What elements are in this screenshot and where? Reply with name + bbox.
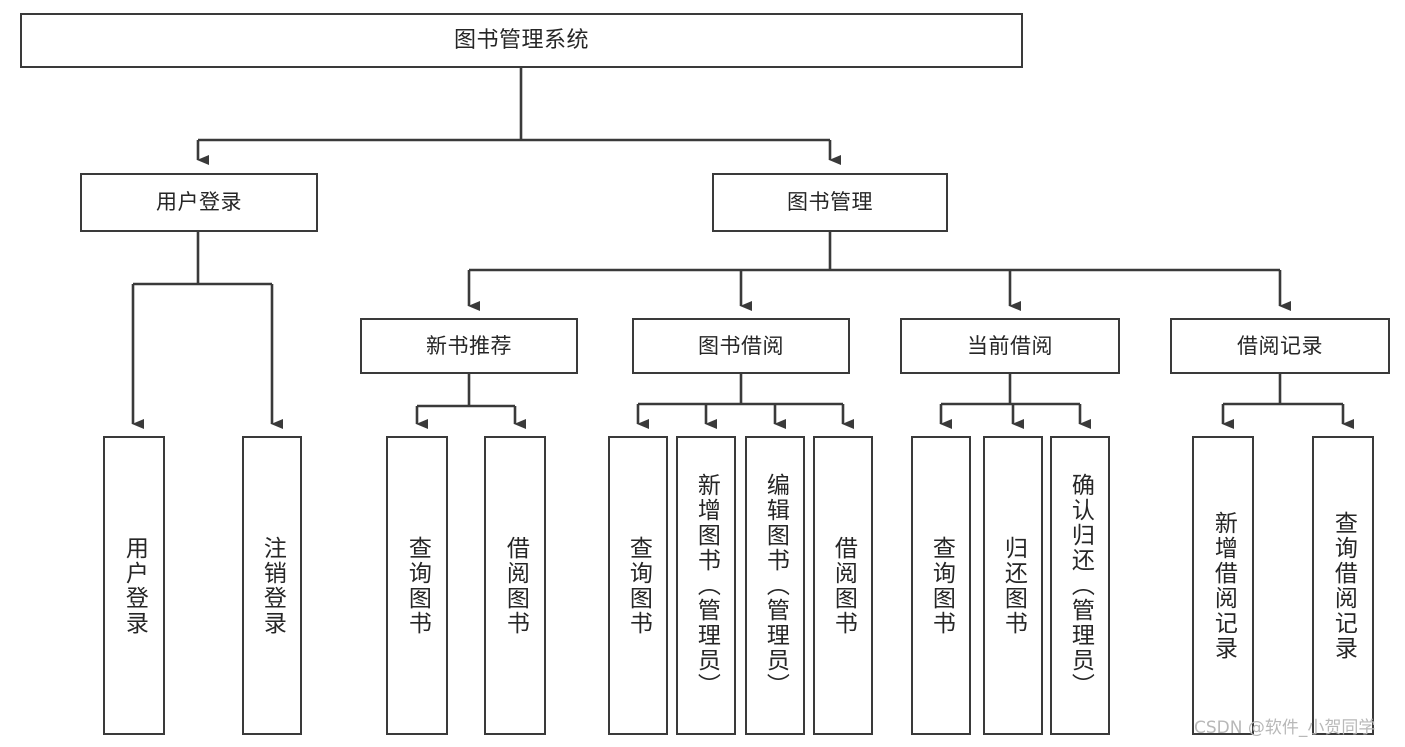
node-current-borrow-label: 当前借阅 (967, 333, 1053, 358)
node-leaf-query-book-1[interactable]: 查询图书 (386, 436, 448, 735)
node-leaf-return-book[interactable]: 归还图书 (983, 436, 1043, 735)
node-leaf-borrow-book-1[interactable]: 借阅图书 (484, 436, 546, 735)
node-borrow-record-label: 借阅记录 (1237, 333, 1323, 358)
node-borrow-record[interactable]: 借阅记录 (1170, 318, 1390, 374)
node-leaf-add-book-admin-label: 新增图书（管理员） (693, 473, 720, 698)
node-leaf-edit-book-admin[interactable]: 编辑图书（管理员） (745, 436, 805, 735)
node-leaf-confirm-return-admin[interactable]: 确认归还（管理员） (1050, 436, 1110, 735)
node-leaf-borrow-book-2[interactable]: 借阅图书 (813, 436, 873, 735)
node-leaf-edit-book-admin-label: 编辑图书（管理员） (762, 473, 789, 698)
node-new-book-recommend[interactable]: 新书推荐 (360, 318, 578, 374)
node-leaf-user-login-label: 用户登录 (121, 535, 148, 636)
node-leaf-add-borrow-record-label: 新增借阅记录 (1210, 510, 1237, 661)
node-book-manage-label: 图书管理 (787, 190, 873, 215)
node-leaf-query-book-1-label: 查询图书 (404, 535, 431, 636)
node-book-borrow-label: 图书借阅 (698, 333, 784, 358)
node-leaf-query-book-3-label: 查询图书 (928, 535, 955, 636)
node-current-borrow[interactable]: 当前借阅 (900, 318, 1120, 374)
node-leaf-user-login[interactable]: 用户登录 (103, 436, 165, 735)
node-leaf-user-logout-label: 注销登录 (259, 535, 286, 636)
node-leaf-query-borrow-record[interactable]: 查询借阅记录 (1312, 436, 1374, 735)
node-leaf-query-book-2-label: 查询图书 (625, 535, 652, 636)
node-leaf-borrow-book-1-label: 借阅图书 (502, 535, 529, 636)
node-leaf-add-book-admin[interactable]: 新增图书（管理员） (676, 436, 736, 735)
node-root[interactable]: 图书管理系统 (20, 13, 1023, 68)
node-leaf-query-borrow-record-label: 查询借阅记录 (1330, 510, 1357, 661)
node-leaf-return-book-label: 归还图书 (1000, 535, 1027, 636)
node-user-login[interactable]: 用户登录 (80, 173, 318, 232)
node-leaf-user-logout[interactable]: 注销登录 (242, 436, 302, 735)
csdn-watermark: CSDN @软件_小贺同学 (1194, 718, 1376, 738)
node-leaf-confirm-return-admin-label: 确认归还（管理员） (1067, 473, 1094, 698)
node-leaf-query-book-3[interactable]: 查询图书 (911, 436, 971, 735)
node-root-label: 图书管理系统 (453, 27, 589, 53)
node-new-book-recommend-label: 新书推荐 (426, 333, 512, 358)
node-book-manage[interactable]: 图书管理 (712, 173, 948, 232)
node-leaf-borrow-book-2-label: 借阅图书 (830, 535, 857, 636)
node-user-login-label: 用户登录 (156, 190, 242, 215)
node-leaf-add-borrow-record[interactable]: 新增借阅记录 (1192, 436, 1254, 735)
node-book-borrow[interactable]: 图书借阅 (632, 318, 850, 374)
node-leaf-query-book-2[interactable]: 查询图书 (608, 436, 668, 735)
